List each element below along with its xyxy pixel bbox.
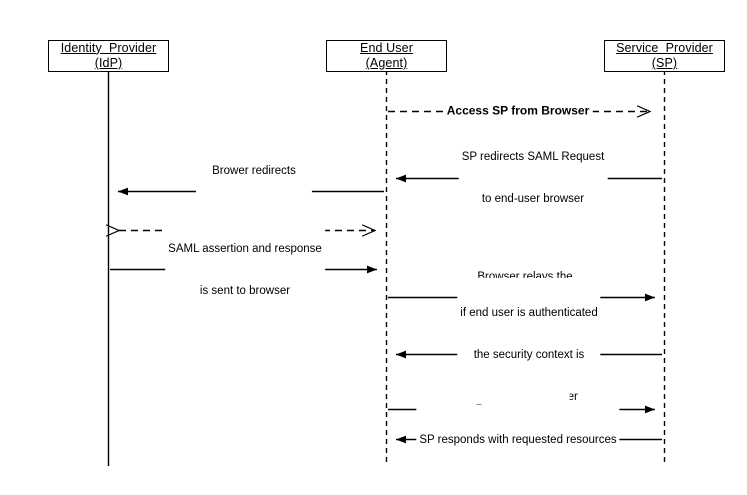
lifelines [107,70,666,466]
message-label-m2-line1: SP redirects SAML Request [461,150,605,163]
actor-box-end-user[interactable]: End User (Agent) [326,40,447,72]
message-label-m7-line2: the security context is [473,348,585,361]
actor-box-identity-provider[interactable]: Identity Provider (IdP) [48,40,169,72]
message-label-m5-line2: is sent to browser [199,285,291,298]
message-label-m9: SP responds with requested resources [416,404,620,476]
actor-label-idp-line1: Identity Provider [60,40,157,55]
actor-box-service-provider[interactable]: Service Provider (SP) [604,40,725,72]
message-label-m2: SP redirects SAML Request to end-user br… [458,121,608,235]
actor-label-sp-line2: (SP) [651,56,678,70]
actor-label-idp-line2: (IdP) [94,56,123,70]
message-label-m1-line1: Access SP from Browser [446,103,590,118]
actor-label-end-user-line1: End User [360,40,413,55]
actor-label-end-user-line2: (Agent) [365,56,408,70]
message-label-m5-line1: SAML assertion and response [168,242,322,255]
message-label-m2-line2: to end-user browser [481,193,585,206]
actor-label-sp-line1: Service Provider [616,40,713,55]
message-label-m7-line1: if end user is authenticated [460,306,598,319]
message-label-m3-line1: Brower redirects [212,164,296,177]
message-label-m9-line1: SP responds with requested resources [419,433,617,446]
message-label-m5: SAML assertion and response is sent to b… [165,213,325,327]
